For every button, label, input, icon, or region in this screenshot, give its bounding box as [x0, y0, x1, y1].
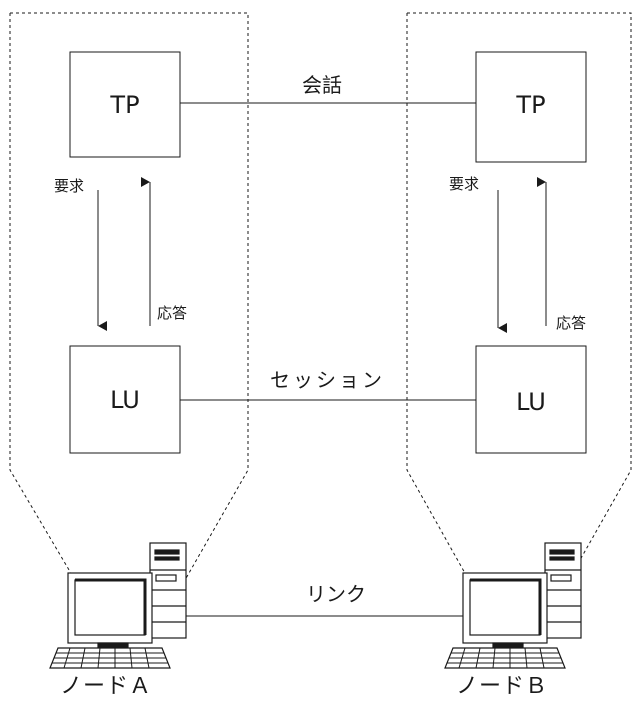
node-a-tp-box: [69, 51, 181, 158]
link-label: リンク: [306, 582, 366, 606]
node-a-request-label: 要求: [54, 177, 85, 195]
node-b-lu-label: LU: [516, 388, 546, 416]
node-b-response-label: 応答: [556, 314, 587, 332]
node-b-name: ノードＢ: [456, 674, 549, 699]
node-a-enclosure: [9, 12, 249, 581]
session-label: セッション: [270, 368, 385, 392]
node-a-name: ノードＡ: [60, 674, 153, 699]
node-b-computer-icon: [444, 542, 582, 669]
node-b-enclosure: [406, 12, 632, 576]
conversation-label: 会話: [302, 73, 342, 97]
node-b-request-label: 要求: [449, 175, 480, 193]
node-b-lu-box: [475, 345, 587, 454]
node-b-tp-box: [475, 51, 587, 163]
node-b-tp-label: TP: [516, 91, 546, 119]
node-a-response-label: 応答: [157, 304, 188, 322]
node-a-tp-label: TP: [110, 91, 140, 119]
node-a-lu-label: LU: [110, 386, 140, 414]
node-a-computer-icon: [49, 542, 187, 669]
